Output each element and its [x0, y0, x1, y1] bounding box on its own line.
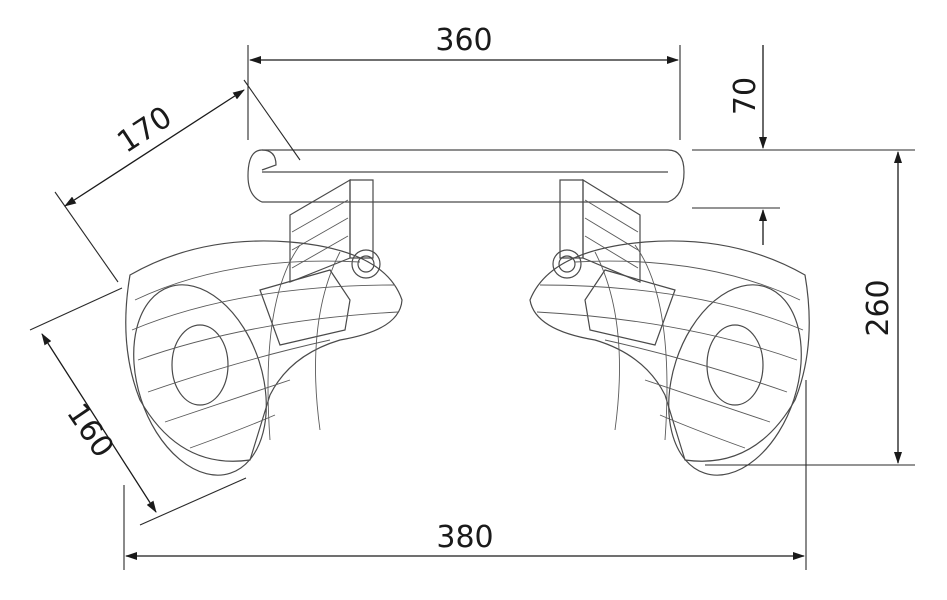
dimension-total-width: 380	[123, 380, 807, 570]
left-bracket	[289, 178, 381, 283]
mounting-bar	[247, 149, 685, 203]
dimension-label-bar-length: 360	[435, 23, 492, 58]
lamp-body	[125, 149, 810, 476]
dimension-depth: 170	[54, 79, 301, 283]
dimension-label-mount-thickness: 70	[728, 77, 763, 115]
right-bracket	[552, 178, 641, 283]
dimension-label-total-height: 260	[861, 279, 896, 336]
dimension-mount-thickness: 70	[692, 45, 780, 245]
dimension-label-shade-diameter: 160	[59, 397, 120, 464]
dimension-label-depth: 170	[111, 100, 178, 161]
right-shade	[529, 240, 810, 476]
dimension-total-height: 260	[692, 149, 915, 466]
dimension-label-total-width: 380	[436, 520, 493, 555]
dimension-bar-length: 360	[247, 23, 681, 140]
left-shade	[125, 240, 403, 476]
